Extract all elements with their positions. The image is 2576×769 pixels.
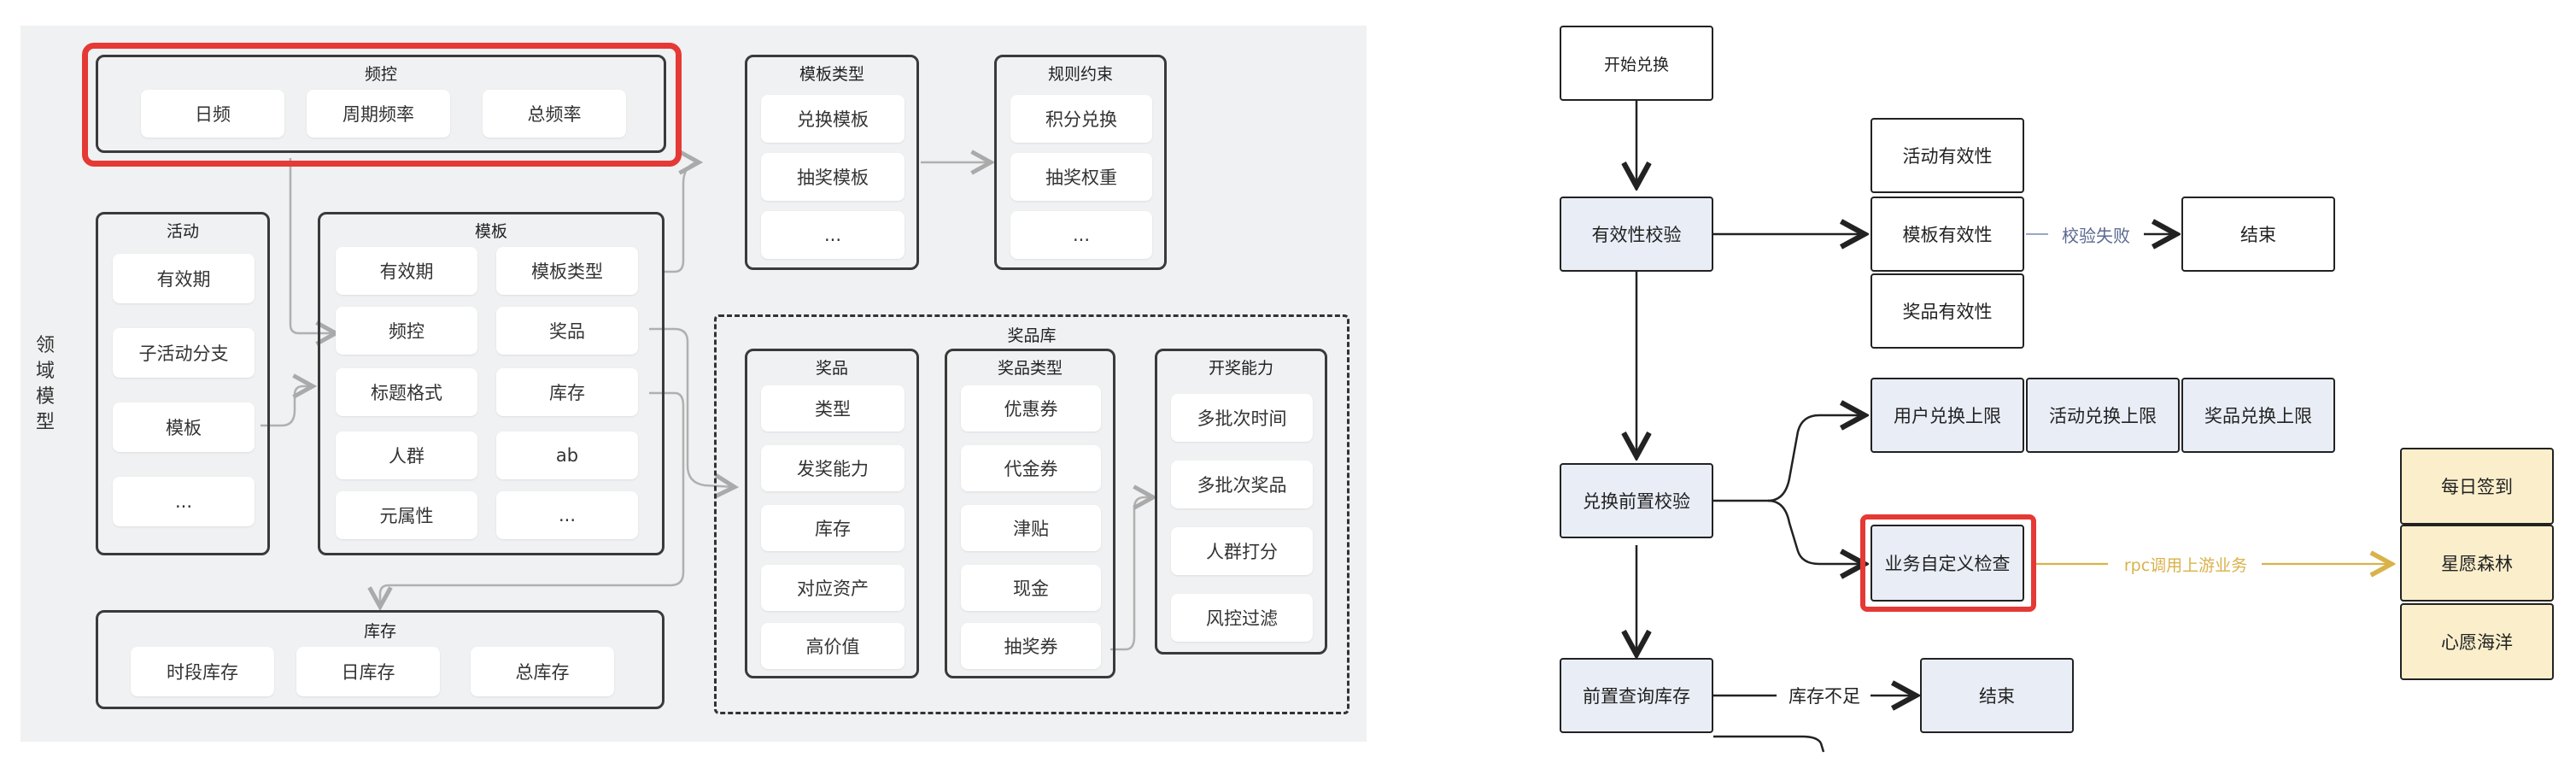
template-type-item: ... (761, 211, 905, 259)
inventory-item: 时段库存 (131, 647, 274, 696)
inventory-query-node: 前置查询库存 (1560, 658, 1713, 733)
prize-type-item: 现金 (961, 565, 1101, 611)
prize-type-item: 代金券 (961, 445, 1101, 491)
template-type-item: 抽奖模板 (761, 153, 905, 201)
end-node: 结束 (1920, 658, 2074, 733)
activity-item: 模板 (113, 402, 255, 452)
rules-item: 积分兑换 (1010, 95, 1152, 143)
prize-title: 奖品 (815, 359, 848, 378)
rules-item: ... (1010, 211, 1152, 259)
template-type-group: 模板类型 兑换模板 抽奖模板 ... (745, 55, 919, 270)
prize-type-group: 奖品类型 优惠券 代金券 津贴 现金 抽奖券 (945, 349, 1115, 678)
activity-item: ... (113, 477, 255, 526)
activity-item: 子活动分支 (113, 328, 255, 378)
prize-item: 对应资产 (761, 565, 905, 611)
inventory-title: 库存 (363, 622, 396, 641)
ability-item: 多批次奖品 (1171, 461, 1313, 508)
template-type-item: 兑换模板 (761, 95, 905, 143)
limit-node: 用户兑换上限 (1871, 378, 2024, 453)
domain-model-panel (20, 26, 1367, 742)
inventory-item: 日库存 (296, 647, 440, 696)
template-item: 模板类型 (496, 247, 638, 295)
rules-item: 抽奖权重 (1010, 153, 1152, 201)
custom-check-node: 业务自定义检查 (1871, 525, 2024, 602)
template-item: 有效期 (336, 247, 477, 295)
ability-item: 风控过滤 (1171, 594, 1313, 642)
prize-item: 高价值 (761, 623, 905, 669)
start-node: 开始兑换 (1560, 26, 1713, 101)
rules-title: 规则约束 (1047, 65, 1113, 84)
inventory-group: 库存 时段库存 日库存 总库存 (96, 610, 664, 709)
activity-item: 有效期 (113, 254, 255, 303)
validity-item-node: 活动有效性 (1871, 118, 2024, 193)
pre-check-node: 兑换前置校验 (1560, 463, 1713, 538)
side-label-char: 域 (35, 361, 55, 382)
ability-group: 开奖能力 多批次时间 多批次奖品 人群打分 风控过滤 (1155, 349, 1327, 655)
activity-group: 活动 有效期 子活动分支 模板 ... (96, 212, 270, 555)
side-label: 领 域 模 型 (32, 333, 58, 436)
validity-check-node: 有效性校验 (1560, 197, 1713, 272)
activity-title: 活动 (166, 222, 199, 241)
template-item: 频控 (336, 307, 477, 355)
limit-node: 奖品兑换上限 (2181, 378, 2335, 453)
rpc-label: rpc调用上游业务 (2110, 550, 2262, 578)
limit-node: 活动兑换上限 (2026, 378, 2180, 453)
freq-item: 日频 (141, 90, 284, 138)
rules-group: 规则约束 积分兑换 抽奖权重 ... (994, 55, 1167, 270)
template-item: 库存 (496, 368, 638, 416)
ability-title: 开奖能力 (1208, 359, 1273, 378)
left-connector-lines (261, 158, 1153, 651)
upstream-node: 星愿森林 (2400, 525, 2554, 602)
prize-library-title: 奖品库 (1007, 326, 1057, 345)
upstream-node: 每日签到 (2400, 448, 2554, 525)
prize-type-item: 津贴 (961, 505, 1101, 551)
prize-type-title: 奖品类型 (997, 359, 1063, 378)
inventory-item: 总库存 (471, 647, 614, 696)
freq-item: 周期频率 (307, 90, 450, 138)
template-item: 元属性 (336, 491, 477, 539)
validity-item-node: 奖品有效性 (1871, 273, 2024, 349)
template-item: ab (496, 431, 638, 479)
prize-type-item: 抽奖券 (961, 623, 1101, 669)
side-label-char: 模 (35, 386, 55, 408)
shortage-label: 库存不足 (1778, 682, 1871, 709)
side-label-char: 型 (35, 412, 55, 433)
upstream-node: 心愿海洋 (2400, 603, 2554, 680)
template-item: 标题格式 (336, 368, 477, 416)
freq-highlight (82, 43, 682, 167)
prize-item: 类型 (761, 385, 905, 431)
flow-lines (1636, 101, 1916, 753)
prize-group: 奖品 类型 发奖能力 库存 对应资产 高价值 (745, 349, 919, 678)
template-group: 模板 有效期 模板类型 频控 奖品 标题格式 库存 人群 ab 元属性 ... (318, 212, 664, 555)
ability-item: 多批次时间 (1171, 394, 1313, 442)
freq-item: 总频率 (483, 90, 626, 138)
template-item: 奖品 (496, 307, 638, 355)
end-node: 结束 (2181, 197, 2335, 272)
custom-check-highlight (1860, 514, 2036, 612)
fail-label: 校验失败 (2048, 220, 2144, 248)
template-type-title: 模板类型 (799, 65, 864, 84)
freq-title: 频控 (364, 65, 397, 84)
template-item: 人群 (336, 431, 477, 479)
prize-item: 发奖能力 (761, 445, 905, 491)
prize-item: 库存 (761, 505, 905, 551)
template-title: 模板 (474, 222, 507, 241)
freq-group: 频控 日频 周期频率 总频率 (96, 55, 666, 153)
template-item: ... (496, 491, 638, 539)
prize-library-group: 奖品库 (714, 314, 1349, 714)
prize-type-item: 优惠券 (961, 385, 1101, 431)
ability-item: 人群打分 (1171, 527, 1313, 575)
validity-item-node: 模板有效性 (1871, 197, 2024, 272)
side-label-char: 领 (35, 335, 55, 356)
